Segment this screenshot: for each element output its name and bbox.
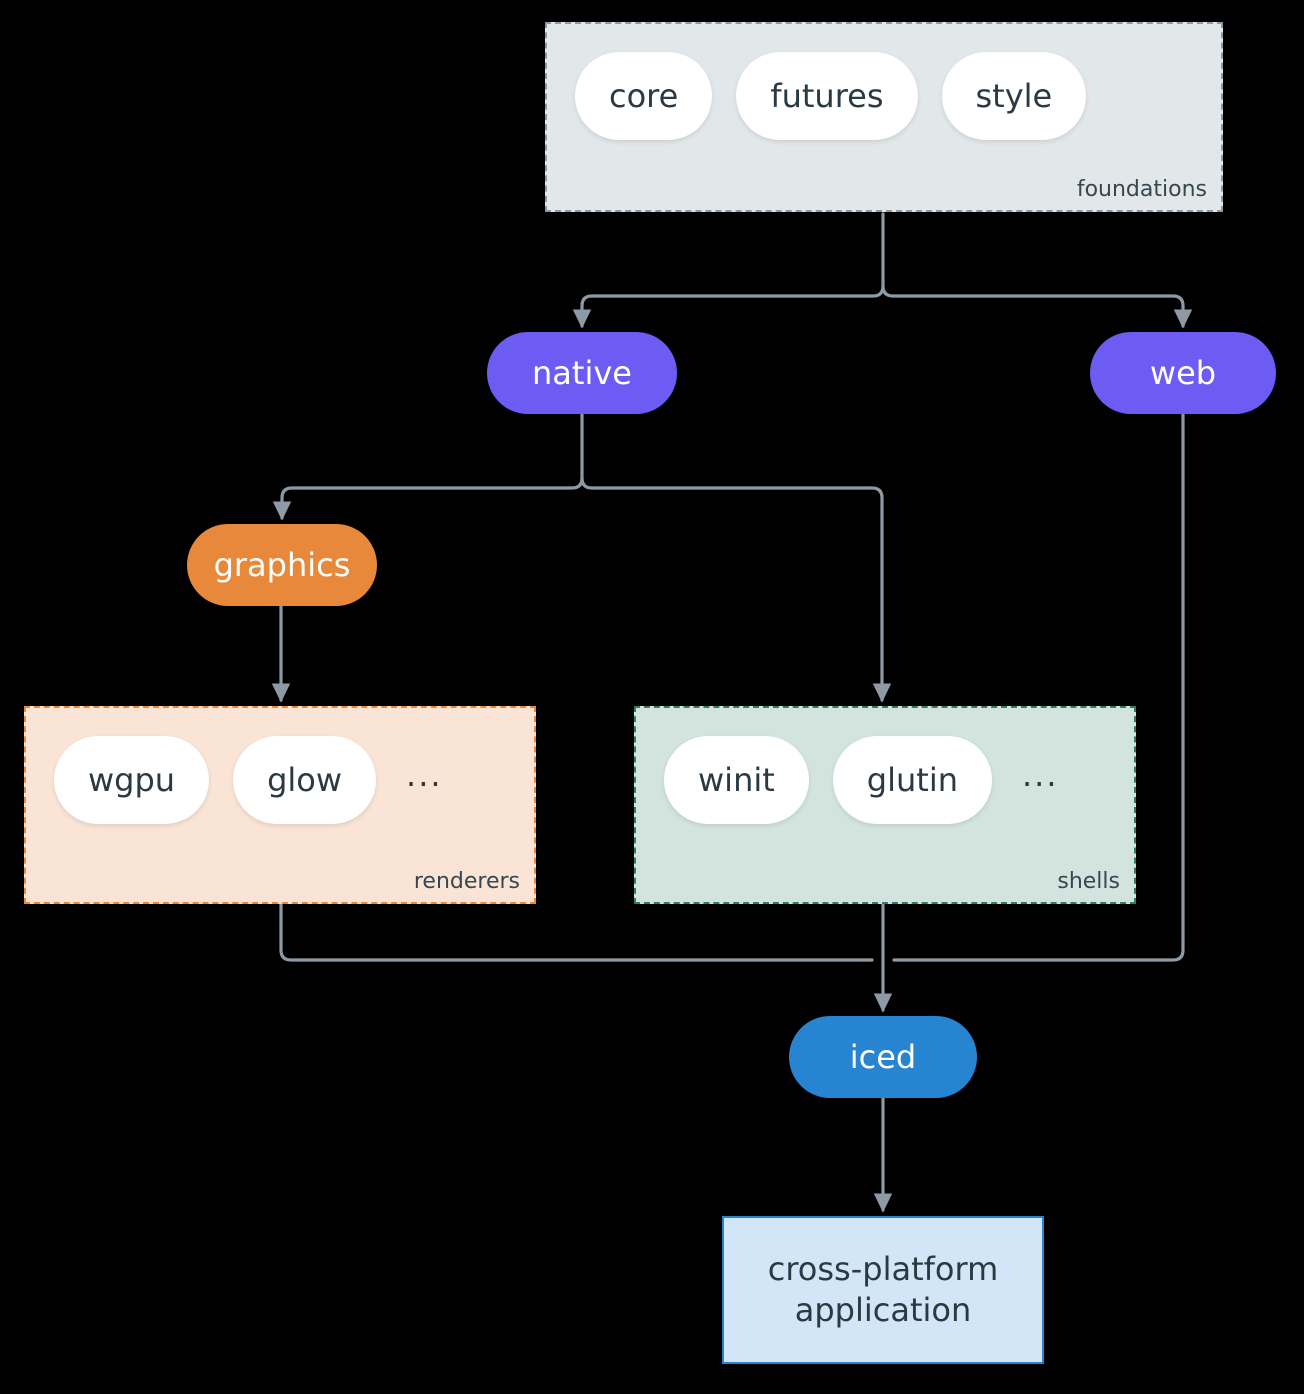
edge-native-to-graphics (272, 476, 584, 521)
node-native[interactable]: native (487, 332, 677, 414)
application-label-line1: cross-platform (767, 1250, 999, 1289)
renderers-ellipsis: ... (406, 756, 443, 794)
cluster-renderers: wgpu glow ... renderers (24, 706, 536, 904)
edge-foundations-to-web (881, 284, 1193, 329)
edge-foundations-to-native (572, 284, 885, 329)
application-label-line2: application (794, 1291, 972, 1329)
node-web[interactable]: web (1090, 332, 1276, 414)
cluster-renderers-label: renderers (413, 869, 520, 894)
cluster-shells: winit glutin ... shells (634, 706, 1136, 904)
cluster-renderers-items: wgpu glow ... (54, 736, 443, 824)
cluster-foundations: core futures style foundations (545, 22, 1223, 212)
cluster-shells-label: shells (1057, 869, 1120, 894)
leaf-winit[interactable]: winit (664, 736, 809, 824)
cluster-foundations-label: foundations (1076, 177, 1207, 202)
node-iced[interactable]: iced (789, 1016, 977, 1098)
shells-ellipsis: ... (1021, 756, 1059, 794)
leaf-core[interactable]: core (575, 52, 713, 140)
node-graphics[interactable]: graphics (187, 524, 377, 606)
leaf-style[interactable]: style (941, 52, 1087, 140)
cluster-foundations-items: core futures style (575, 52, 1087, 140)
leaf-glow[interactable]: glow (233, 736, 377, 824)
cluster-shells-items: winit glutin ... (664, 736, 1059, 824)
node-cross-platform-application[interactable]: cross-platform application (722, 1216, 1044, 1364)
edge-renderers-to-iced (279, 902, 874, 962)
edge-native-to-shells (580, 476, 892, 703)
leaf-wgpu[interactable]: wgpu (54, 736, 210, 824)
leaf-futures[interactable]: futures (736, 52, 918, 140)
leaf-glutin[interactable]: glutin (832, 736, 992, 824)
